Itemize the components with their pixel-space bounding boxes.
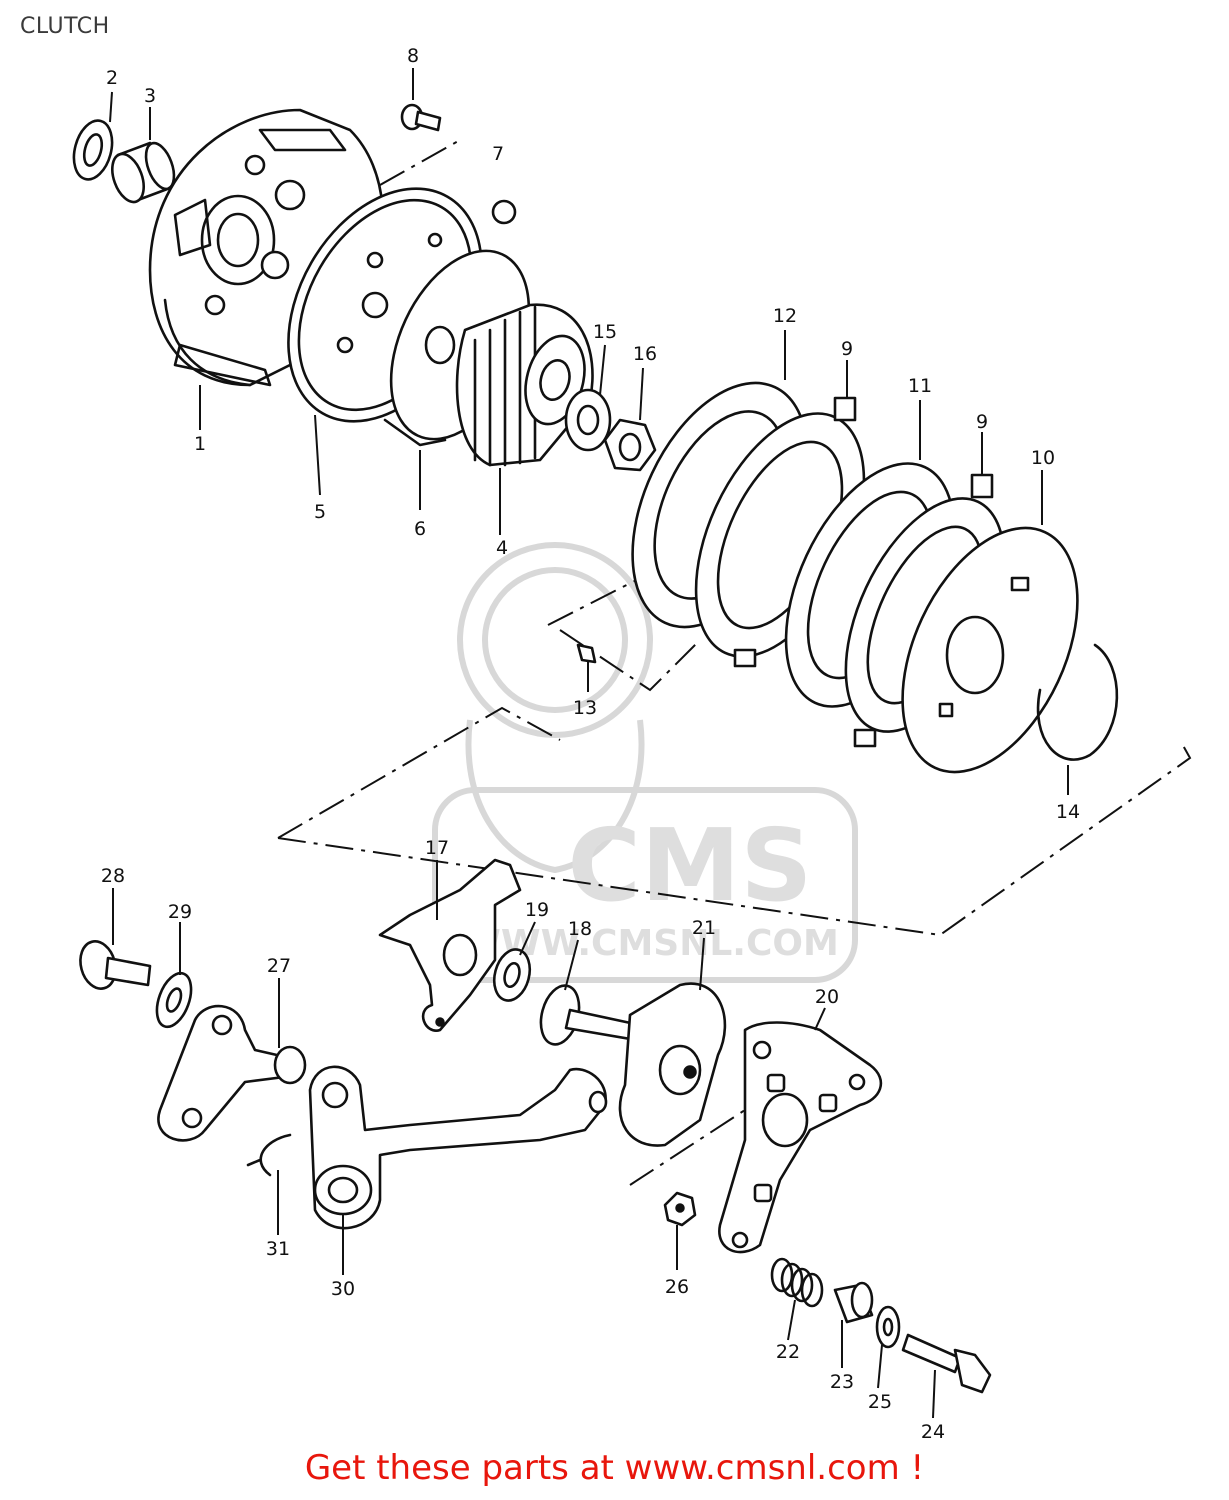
part-16-nut — [603, 418, 657, 472]
callout-9a: 9 — [841, 338, 853, 360]
callout-20: 20 — [815, 986, 839, 1008]
callout-25: 25 — [868, 1391, 892, 1413]
callout-9b: 9 — [976, 411, 988, 433]
callout-14: 14 — [1056, 801, 1080, 823]
cms-watermark: CMS WWW.CMSNL.COM — [432, 542, 858, 983]
callout-24: 24 — [921, 1421, 945, 1443]
part-30-clutch-lever — [308, 1065, 608, 1230]
callout-15: 15 — [593, 321, 617, 343]
part-26-nut — [663, 1191, 697, 1227]
part-27-lever-arm — [157, 1004, 307, 1142]
part-15-washer — [564, 388, 612, 452]
callout-11: 11 — [908, 375, 932, 397]
callout-31: 31 — [266, 1238, 290, 1260]
watermark-brand: CMS — [568, 807, 813, 924]
callout-2: 2 — [106, 67, 118, 89]
part-22-spring — [770, 1257, 824, 1308]
part-28-bolt — [79, 940, 152, 990]
part-14-circlip — [1036, 643, 1119, 761]
callout-29: 29 — [168, 901, 192, 923]
part-13-pin — [576, 643, 597, 664]
callout-6: 6 — [414, 518, 426, 540]
callout-27: 27 — [267, 955, 291, 977]
part-7-ball — [491, 199, 517, 225]
callout-5: 5 — [314, 501, 326, 523]
exploded-parts-diagram: CMS WWW.CMSNL.COM — [72, 45, 1192, 1443]
part-8-screw — [400, 103, 442, 132]
callout-4: 4 — [496, 537, 508, 559]
callout-22: 22 — [776, 1341, 800, 1363]
callout-12: 12 — [773, 305, 797, 327]
callout-18: 18 — [568, 918, 592, 940]
part-21-release-cam — [618, 982, 727, 1147]
callout-26: 26 — [665, 1276, 689, 1298]
callout-23: 23 — [830, 1371, 854, 1393]
page-title: CLUTCH — [20, 14, 110, 39]
callout-30: 30 — [331, 1278, 355, 1300]
callout-16: 16 — [633, 343, 657, 365]
part-24-bolt — [901, 1333, 992, 1394]
part-20-mounting-plate — [718, 1021, 883, 1254]
callout-10: 10 — [1031, 447, 1055, 469]
part-18-pin — [539, 984, 642, 1046]
callout-19: 19 — [525, 899, 549, 921]
callout-1: 1 — [194, 433, 206, 455]
callout-21: 21 — [692, 917, 716, 939]
part-2-washer — [72, 119, 114, 181]
callout-28: 28 — [101, 865, 125, 887]
part-10-plate — [901, 526, 1079, 774]
part-25-washer — [875, 1305, 901, 1349]
part-29-washer — [155, 971, 193, 1029]
callout-3: 3 — [144, 85, 156, 107]
callout-labels: 2 3 8 7 1 5 6 4 15 16 12 9 11 9 10 13 14… — [101, 45, 1080, 1443]
part-17-bracket — [378, 858, 522, 1032]
leader-lines — [109, 68, 1069, 1419]
callout-7: 7 — [492, 143, 504, 165]
callout-17: 17 — [425, 837, 449, 859]
part-19-washer — [492, 948, 532, 1002]
callout-8: 8 — [407, 45, 419, 67]
part-23-collar — [833, 1281, 874, 1324]
callout-13: 13 — [573, 697, 597, 719]
part-3-spacer — [111, 141, 176, 204]
footer-shop-link[interactable]: Get these parts at www.cmsnl.com ! — [304, 1448, 925, 1488]
part-31-clip — [246, 1133, 292, 1177]
